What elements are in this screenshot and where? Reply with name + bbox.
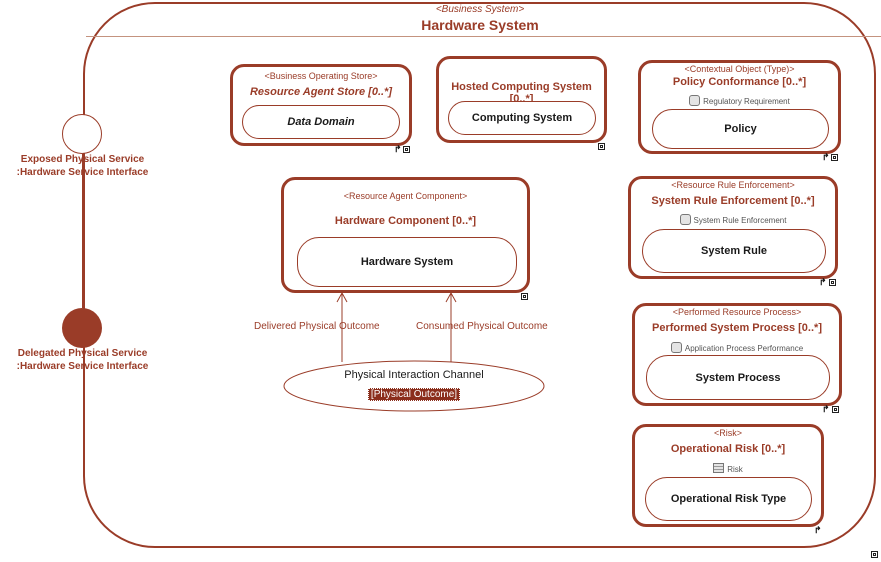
exposed-port-circle[interactable] xyxy=(62,114,102,154)
hw-title: Hardware Component [0..*] xyxy=(334,215,477,227)
delegated-port-name: Delegated Physical Service xyxy=(17,348,148,359)
risk-inner[interactable]: Operational Risk Type xyxy=(645,477,812,521)
risk-title: Operational Risk [0..*] xyxy=(670,443,786,455)
database-icon xyxy=(689,95,701,106)
part-performed-system-process[interactable]: <Performed Resource Process> Performed S… xyxy=(632,303,842,406)
database-icon xyxy=(670,342,682,353)
policy-classifier-text: Regulatory Requirement xyxy=(703,97,790,106)
part-hosted-computing[interactable]: Hosted Computing System [0..*] Computing… xyxy=(436,56,607,143)
database-icon xyxy=(679,214,691,225)
expand-icon[interactable] xyxy=(521,293,528,300)
store-title: Resource Agent Store [0..*] xyxy=(249,86,392,98)
channel-name[interactable]: Physical Interaction Channel xyxy=(344,369,484,381)
hw-inner[interactable]: Hardware System xyxy=(297,237,517,287)
delegated-port-type: :Hardware Service Interface xyxy=(16,361,149,372)
consumed-outcome-label: Consumed Physical Outcome xyxy=(416,321,548,332)
rule-title: System Rule Enforcement [0..*] xyxy=(651,195,815,207)
policy-title: Policy Conformance [0..*] xyxy=(672,76,807,88)
rule-inner[interactable]: System Rule xyxy=(642,229,826,273)
channel-outcome-row: [Physical Outcome] xyxy=(284,384,544,402)
expand-icon[interactable] xyxy=(832,406,839,413)
hosted-inner[interactable]: Computing System xyxy=(448,101,596,135)
policy-classifier: Regulatory Requirement xyxy=(641,95,838,106)
part-hardware-component[interactable]: <Resource Agent Component> Hardware Comp… xyxy=(281,177,530,293)
expand-icon[interactable] xyxy=(831,154,838,161)
risk-stereotype: <Risk> xyxy=(713,428,742,438)
delivered-arrowhead xyxy=(336,291,348,303)
policy-stereotype: <Contextual Object (Type)> xyxy=(684,64,795,74)
exposed-port-name: Exposed Physical Service xyxy=(20,154,145,165)
channel-outcome[interactable]: [Physical Outcome] xyxy=(367,388,461,401)
expand-icon[interactable] xyxy=(829,279,836,286)
part-operational-risk[interactable]: <Risk> Operational Risk [0..*] Risk Oper… xyxy=(632,424,824,527)
process-title: Performed System Process [0..*] xyxy=(652,322,822,334)
delivered-outcome-label: Delivered Physical Outcome xyxy=(254,321,380,332)
store-stereotype: <Business Operating Store> xyxy=(264,71,378,81)
system-header-divider xyxy=(86,36,881,37)
consumed-arrowhead xyxy=(445,291,457,303)
link-arrow-icon[interactable]: ↱ xyxy=(394,144,402,154)
policy-inner[interactable]: Policy xyxy=(652,109,829,149)
part-resource-agent-store[interactable]: <Business Operating Store> Resource Agen… xyxy=(230,64,412,146)
link-arrow-icon[interactable]: ↱ xyxy=(819,277,827,287)
expand-icon[interactable] xyxy=(598,143,605,150)
risk-classifier-text: Risk xyxy=(727,465,743,474)
expand-icon[interactable] xyxy=(403,146,410,153)
system-stereotype: <Business System> xyxy=(435,4,525,15)
rule-classifier-text: System Rule Enforcement xyxy=(693,216,787,225)
part-system-rule-enforcement[interactable]: <Resource Rule Enforcement> System Rule … xyxy=(628,176,838,279)
part-policy-conformance[interactable]: <Contextual Object (Type)> Policy Confor… xyxy=(638,60,841,154)
process-inner[interactable]: System Process xyxy=(646,355,830,400)
link-arrow-icon[interactable]: ↱ xyxy=(822,404,830,414)
system-title: Hardware System xyxy=(421,17,539,33)
channel-ellipse xyxy=(283,360,545,412)
hw-stereotype: <Resource Agent Component> xyxy=(343,191,468,201)
link-arrow-icon[interactable]: ↱ xyxy=(814,525,822,535)
expand-icon[interactable] xyxy=(871,551,878,558)
store-inner[interactable]: Data Domain xyxy=(242,105,400,139)
process-stereotype: <Performed Resource Process> xyxy=(672,307,802,317)
rule-classifier: System Rule Enforcement xyxy=(631,214,835,225)
process-classifier: Application Process Performance xyxy=(635,342,839,353)
table-icon xyxy=(713,463,725,473)
exposed-port-type: :Hardware Service Interface xyxy=(16,167,149,178)
link-arrow-icon[interactable]: ↱ xyxy=(822,152,830,162)
risk-classifier: Risk xyxy=(635,463,821,474)
delegated-port-circle[interactable] xyxy=(62,308,102,348)
rule-stereotype: <Resource Rule Enforcement> xyxy=(671,180,795,190)
delegated-port-label: Delegated Physical Service :Hardware Ser… xyxy=(0,347,165,373)
exposed-port-label: Exposed Physical Service :Hardware Servi… xyxy=(0,153,165,179)
process-classifier-text: Application Process Performance xyxy=(684,344,804,353)
